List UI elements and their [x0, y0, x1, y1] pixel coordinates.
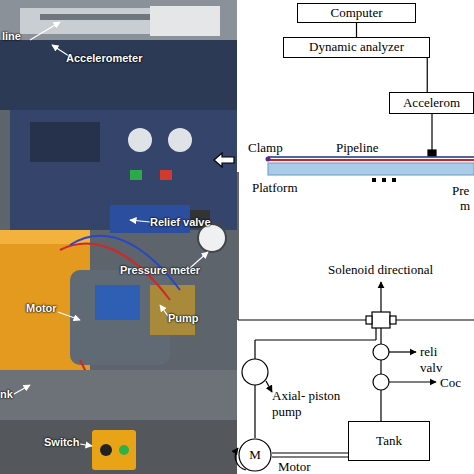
- photo-callout: Relief valve: [150, 216, 211, 229]
- node-label: Dynamic analyzer: [309, 40, 404, 54]
- node-label: M: [249, 448, 261, 462]
- node-label: Computer: [331, 6, 383, 20]
- schematic-label: Platform: [252, 180, 298, 196]
- process-box: Dynamic analyzer: [283, 37, 430, 58]
- schematic-label: Axial- piston pump: [272, 388, 344, 419]
- node-label: Accelerom: [403, 96, 460, 110]
- schematic-label: Clamp: [248, 140, 283, 156]
- node-heading: Motor: [278, 460, 311, 474]
- schematic-label: Coc: [440, 375, 461, 391]
- schematic-label: reli valv: [420, 344, 454, 375]
- test-rig-photo: [0, 0, 237, 474]
- photo-callout: line: [2, 30, 21, 43]
- process-box: Computer: [297, 3, 416, 23]
- tank-box: Tank: [348, 421, 430, 461]
- connector: [272, 453, 348, 457]
- circle-outline: [239, 439, 271, 471]
- photo-callout: Switch: [44, 436, 79, 449]
- connector: [427, 58, 428, 92]
- photo-callout: Accelerometer: [66, 52, 142, 65]
- schematic-label: Pipeline: [336, 140, 379, 156]
- photo-callout: Motor: [26, 302, 57, 315]
- schematic-label: m: [460, 198, 470, 214]
- node-label: Tank: [376, 434, 402, 448]
- connector: [356, 23, 357, 37]
- sensor-box: Accelerom: [389, 92, 474, 114]
- schematic-label: Pre: [452, 183, 469, 199]
- photo-callout: nk: [0, 388, 13, 401]
- photo-callout: Pressure meter: [120, 264, 200, 277]
- photo-callout: Pump: [168, 312, 199, 325]
- schematic-label: Solenoid directional: [328, 262, 433, 278]
- schematic-lines: [214, 114, 474, 470]
- motor-circle: MMotor: [238, 438, 272, 472]
